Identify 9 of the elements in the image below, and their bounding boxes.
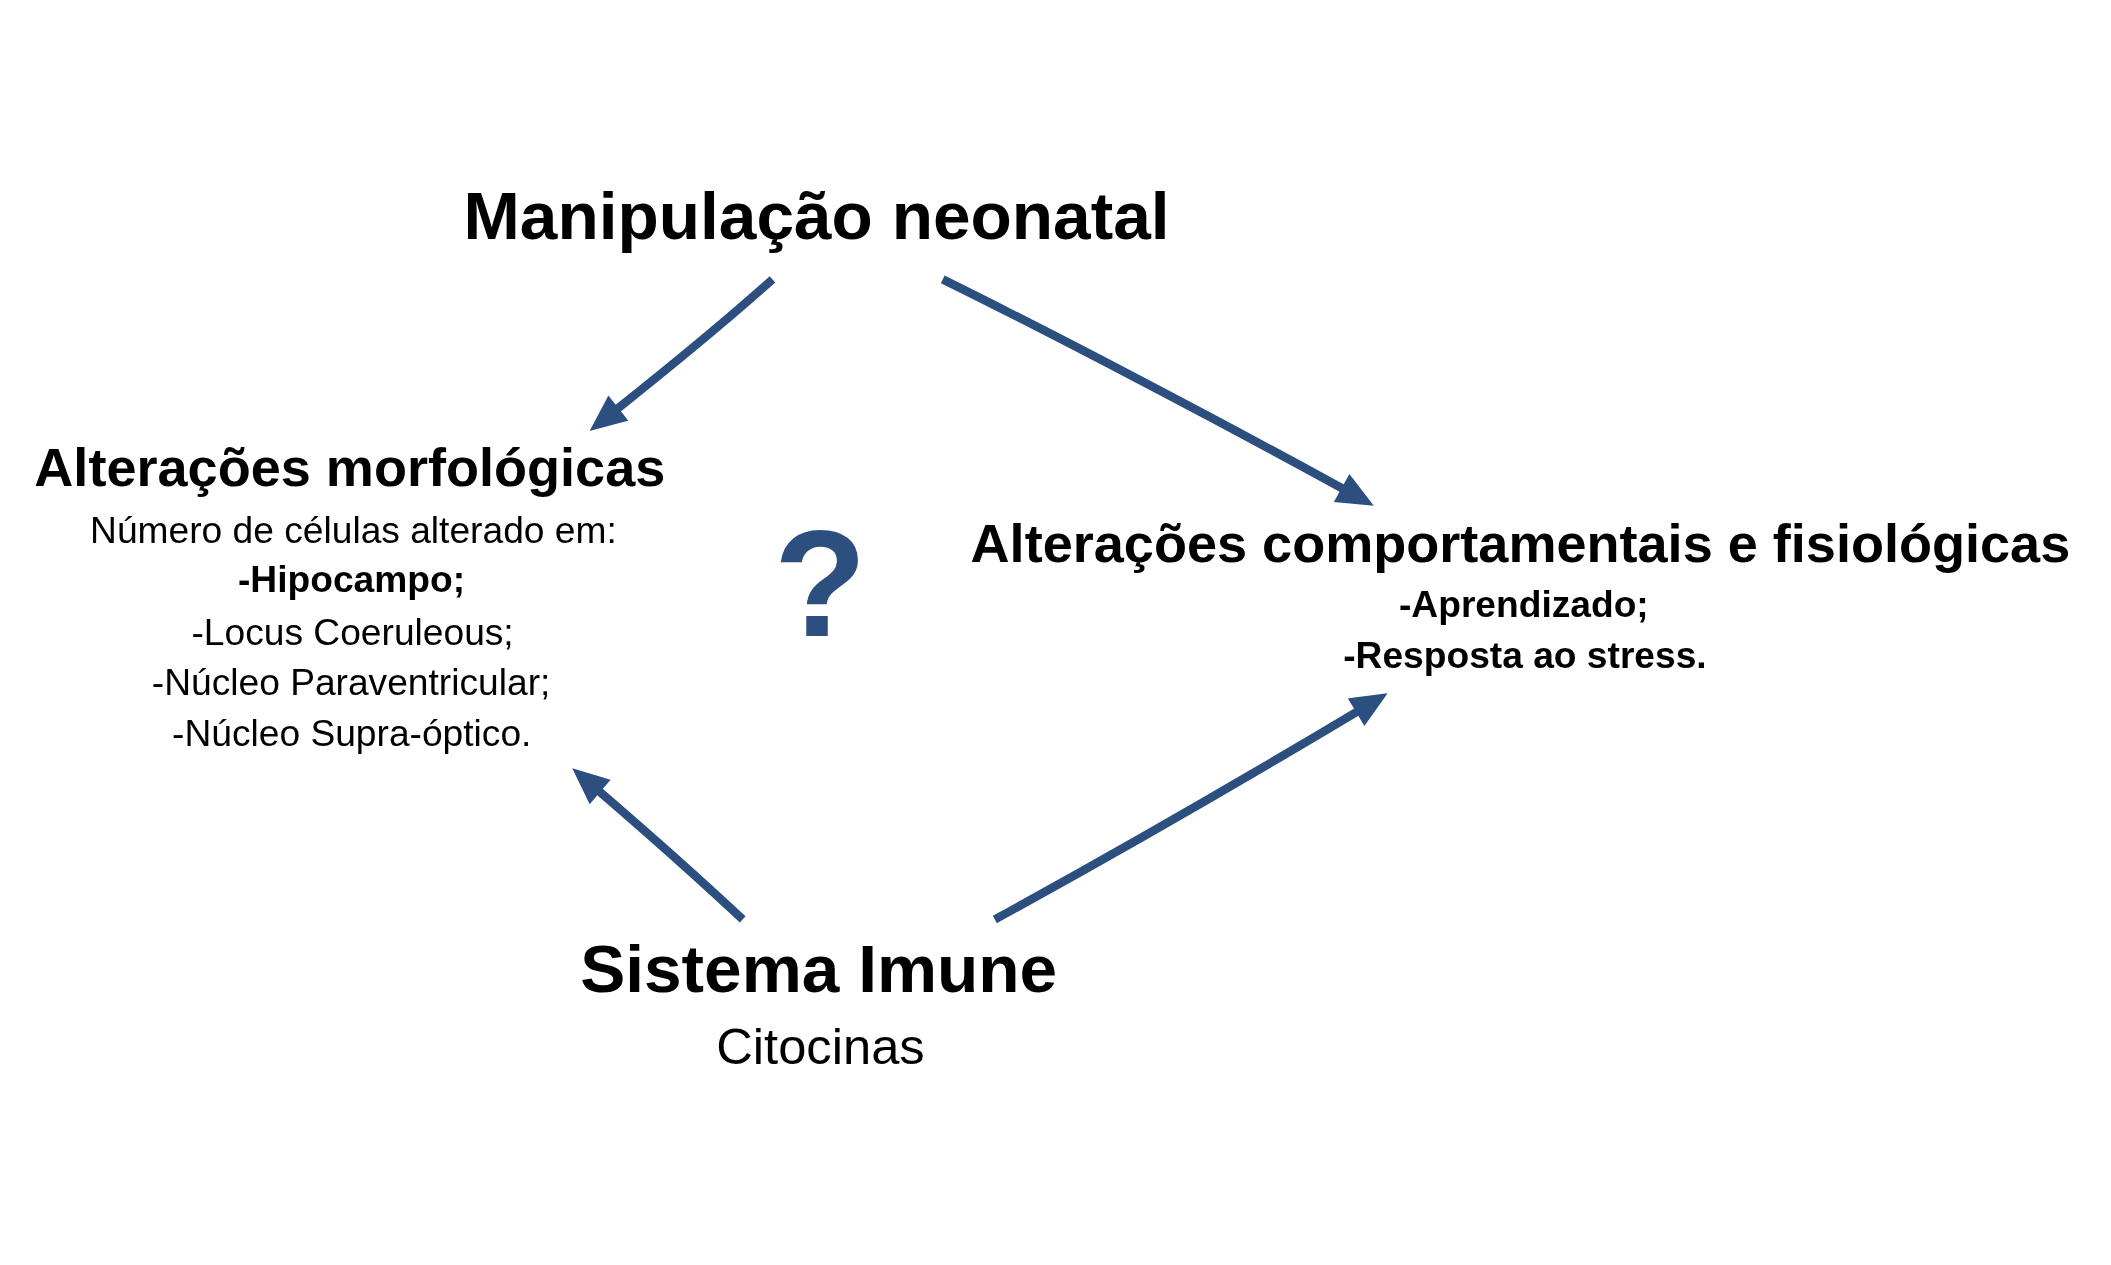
arrow <box>589 276 776 431</box>
node-text: Manipulação neonatal <box>463 177 1170 253</box>
node-text: Alterações comportamentais e fisiológicas -Aprendizado; -Resposta ao stress. <box>970 512 2071 677</box>
label: ? <box>773 497 867 668</box>
arrow <box>940 275 1374 506</box>
arrow <box>572 768 746 923</box>
arrow <box>992 693 1388 924</box>
node-text: Alterações morfológicas Número de células alterado em: -Hipocampo; -Locus Coeruleous; -Núcleo Paraventricular; -Núcleo Supra-óptico. <box>34 436 666 754</box>
node-text: Sistema Imune Citocinas <box>580 930 1058 1076</box>
